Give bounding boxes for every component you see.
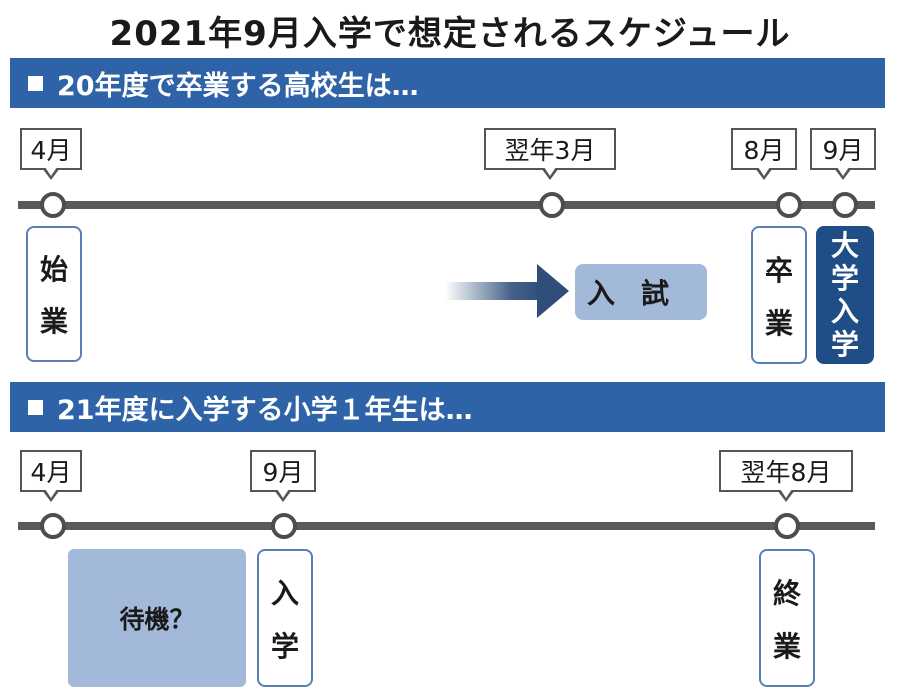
event-char: 学 [830,262,859,295]
timeline-node-march [539,192,565,218]
callout-next-march: 翌年3月 [484,128,616,180]
event-school-admission: 入 学 [257,549,313,687]
timeline-node-next-august [774,513,800,539]
event-char: 入 [270,576,299,610]
timeline-node-august [776,192,802,218]
square-bullet-icon [28,75,43,91]
event-university-admission: 大 学 入 学 [816,226,874,364]
callout-next-august: 翌年8月 [719,450,853,502]
section-heading: 21年度に入学する小学１年生は… [57,394,473,426]
callout-april: 4月 [20,128,82,180]
event-graduation: 卒 業 [751,226,807,364]
timeline-node-april [40,192,66,218]
event-waiting: 待機？ [68,549,246,687]
event-char: 大 [830,229,859,262]
event-entrance-exam: 入試 [575,264,707,320]
arrow-right-icon [445,264,569,318]
timeline-line [18,201,875,209]
event-start-of-school: 始 業 [26,226,82,362]
timeline-line [18,522,875,530]
event-char: 終 [772,576,801,610]
event-char: 始 [39,253,68,286]
event-char: 卒 [764,253,793,287]
event-char: 業 [764,306,793,340]
event-char: 業 [39,305,68,338]
event-char: 学 [830,328,859,361]
event-char: 業 [772,629,801,663]
section-heading: 20年度で卒業する高校生は… [57,70,419,102]
event-char: 学 [270,629,299,663]
callout-april: 4月 [20,450,82,502]
callout-september: 9月 [810,128,876,180]
square-bullet-icon [28,399,43,415]
section-header-high-school: 20年度で卒業する高校生は… [10,58,885,108]
diagram-title: 2021年9月入学で想定されるスケジュール [109,14,791,54]
timeline-node-september [271,513,297,539]
callout-september: 9月 [250,450,316,502]
section-header-first-graders: 21年度に入学する小学１年生は… [10,382,885,432]
timeline-node-september [832,192,858,218]
callout-august: 8月 [731,128,797,180]
event-char: 入 [830,295,859,328]
timeline-node-april [40,513,66,539]
event-school-year-end: 終 業 [759,549,815,687]
